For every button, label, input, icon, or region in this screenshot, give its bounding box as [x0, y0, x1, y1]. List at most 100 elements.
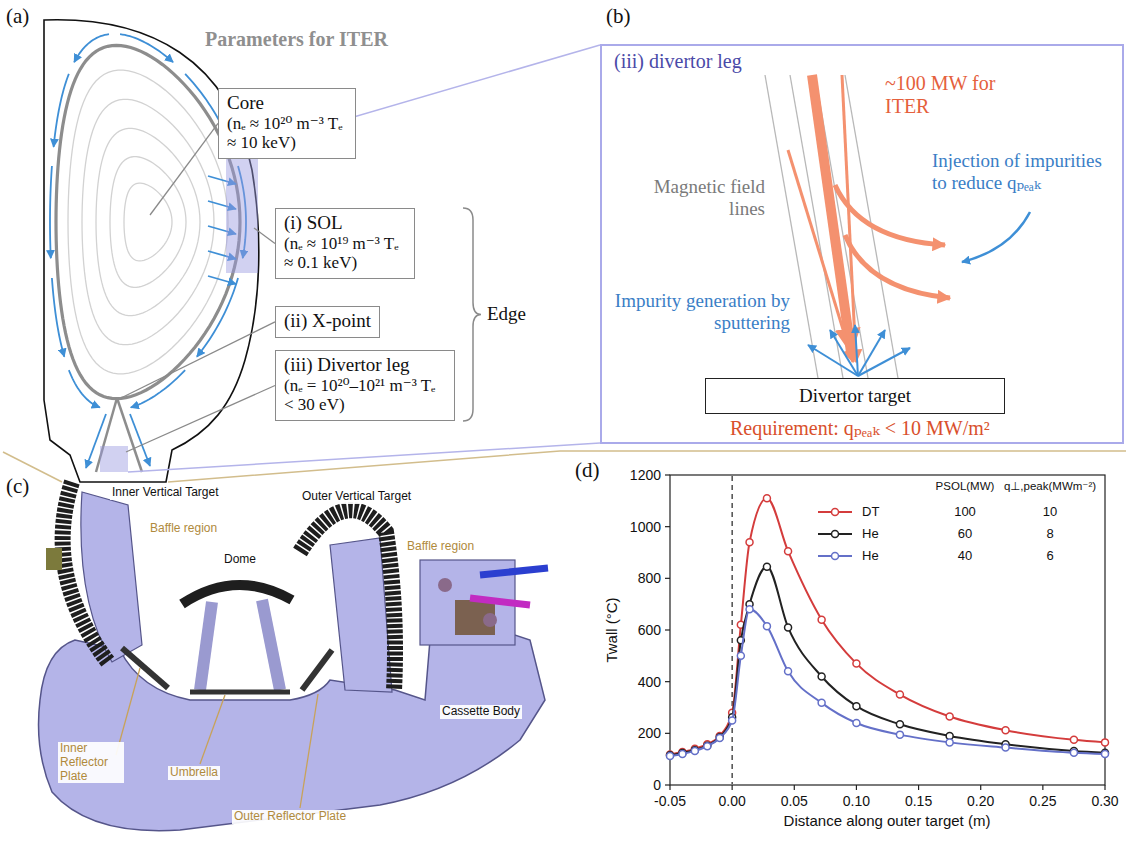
tick-label: 800 — [638, 571, 661, 585]
sputter-arrow — [830, 330, 858, 376]
tick-label: 600 — [638, 623, 661, 637]
leader-line — [121, 322, 275, 398]
box-parameters: (nₑ ≈ 10¹⁹ m⁻³ Tₑ ≈ 0.1 keV) — [284, 234, 406, 273]
series-marker — [1102, 739, 1109, 746]
panel-letter: (b) — [606, 4, 631, 28]
tick-label: 0.20 — [967, 794, 994, 808]
tick-label: 1200 — [630, 468, 661, 482]
sputter-arrow — [858, 348, 910, 376]
tick-label: 1000 — [630, 520, 661, 534]
panel-letter: (c) — [6, 474, 29, 498]
legend-text: He — [862, 527, 879, 542]
tick-label: 0.05 — [781, 794, 808, 808]
temperature-chart — [665, 475, 1109, 790]
series-marker — [896, 691, 903, 698]
strike-point-line — [732, 476, 733, 784]
series-marker — [716, 734, 723, 741]
series-marker — [667, 753, 674, 760]
zoom-line — [128, 443, 600, 472]
umbrella — [190, 690, 290, 695]
series-marker — [896, 721, 903, 728]
coolant-pipe — [470, 598, 530, 605]
tick-mark — [856, 785, 857, 790]
tick-mark — [665, 474, 670, 475]
leader-line — [200, 695, 225, 764]
box-heading: (ii) X-point — [284, 310, 371, 332]
tick-label: 0.10 — [843, 794, 870, 808]
sol-flow-arrow — [197, 278, 238, 357]
axis-title: Twall (°C) — [603, 597, 620, 662]
series-marker — [1070, 736, 1077, 743]
legend-sample — [818, 531, 852, 538]
series-marker — [818, 616, 825, 623]
series-marker — [704, 742, 711, 749]
series-marker — [818, 673, 825, 680]
series-marker — [818, 699, 825, 706]
leader-lines — [121, 123, 481, 452]
sputter-arrow — [855, 325, 858, 376]
box-heading: Divertor target — [799, 385, 911, 407]
legend-marker — [832, 553, 839, 560]
part-label: Inner Reflector Plate — [58, 742, 124, 783]
legend-value: 40 — [958, 549, 972, 564]
tick-label: -0.05 — [654, 794, 686, 808]
field-line-label: Magnetic field lines — [640, 176, 765, 220]
sol-flow-arrow — [69, 370, 100, 407]
series-marker — [946, 713, 953, 720]
series-marker — [763, 563, 770, 570]
box-heading: (iii) divertor leg — [614, 50, 1110, 73]
heat-flux-arrow — [842, 75, 856, 362]
legend-text: He — [862, 549, 879, 564]
series-marker — [763, 623, 770, 630]
series-marker — [1070, 749, 1077, 756]
region-label: Baffle region — [148, 522, 219, 536]
sol-flow-arrow — [120, 34, 173, 62]
injection-arrow — [962, 212, 1030, 262]
tick-mark — [1104, 785, 1105, 790]
series-marker — [746, 606, 753, 613]
series-line — [670, 498, 1105, 754]
sol-flow-arrow — [74, 34, 109, 62]
series-line — [670, 567, 1105, 756]
flux-surface — [68, 70, 228, 374]
series-marker — [763, 495, 770, 502]
tick-mark — [665, 681, 670, 682]
requirement-label: Requirement: qₚₑₐₖ < 10 MW/m² — [730, 417, 990, 440]
parameter-box: Core(nₑ ≈ 10²⁰ m⁻³ Tₑ ≈ 10 keV) — [218, 88, 356, 159]
parameter-box: (iii) Divertor leg(nₑ = 10²⁰–10²¹ m⁻³ Tₑ… — [275, 350, 455, 421]
heat-flux-arrow — [788, 150, 853, 362]
inner-reflector-plate — [122, 648, 168, 688]
sol-flow-arrow — [130, 414, 150, 466]
tick-mark — [665, 629, 670, 630]
bolt — [483, 613, 497, 627]
dome — [182, 585, 292, 604]
tick-label: 0.30 — [1091, 794, 1118, 808]
data-series — [667, 606, 1109, 760]
leader-line — [254, 228, 275, 243]
series-marker — [946, 739, 953, 746]
region-label: Baffle region — [405, 540, 476, 554]
series-marker — [785, 624, 792, 631]
bolt — [438, 578, 452, 592]
series-marker — [667, 752, 674, 759]
box-heading: Core — [227, 92, 347, 114]
series-marker — [1002, 744, 1009, 751]
tick-mark — [669, 785, 670, 790]
tick-label: 0 — [653, 778, 661, 792]
box-parameters: (nₑ = 10²⁰–10²¹ m⁻³ Tₑ < 30 eV) — [284, 376, 446, 415]
dome-support — [262, 600, 280, 690]
series-marker — [853, 703, 860, 710]
divertor-cassette-drawing — [39, 482, 549, 831]
inner-vertical-target — [63, 482, 108, 662]
tick-label: 0.15 — [905, 794, 932, 808]
legend-value: 100 — [954, 505, 976, 520]
zoom-line — [168, 451, 1126, 482]
sol-flow-arrow — [52, 278, 64, 357]
legend-sample — [818, 553, 852, 560]
flux-surface — [110, 157, 186, 288]
part-label: Umbrella — [168, 766, 220, 780]
tick-mark — [665, 578, 670, 579]
legend-sample — [818, 509, 852, 516]
legend-header: PSOL(MW) — [936, 480, 995, 493]
part-label: Cassette Body — [440, 705, 522, 719]
